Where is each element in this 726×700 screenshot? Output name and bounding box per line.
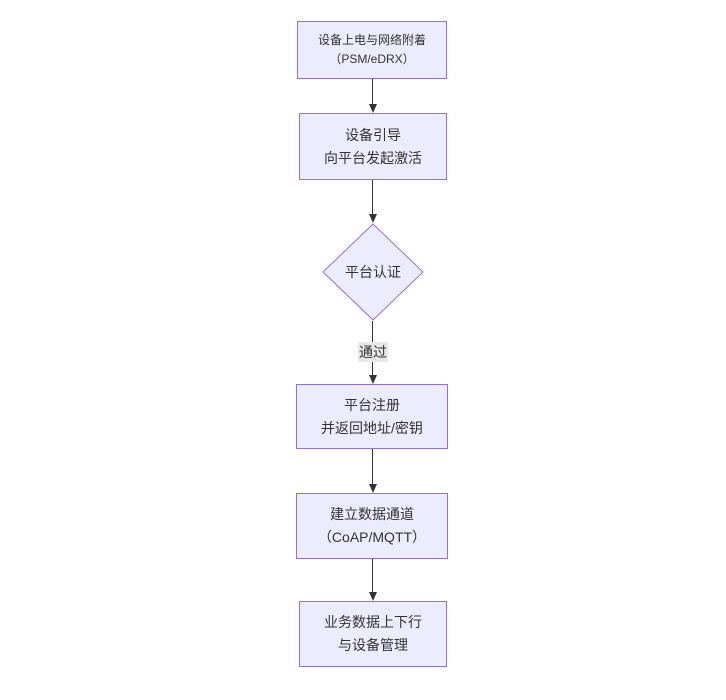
arrow-down-icon xyxy=(368,484,377,493)
node-business: 业务数据上下行 与设备管理 xyxy=(299,601,447,667)
edge-line xyxy=(372,180,373,214)
node-platform-auth: 平台认证 xyxy=(322,223,424,321)
node-text-line: 向平台发起激活 xyxy=(324,149,422,166)
node-register: 平台注册 并返回地址/密钥 xyxy=(296,384,448,449)
arrow-down-icon xyxy=(368,214,377,223)
node-data-channel: 建立数据通道 （CoAP/MQTT） xyxy=(296,493,448,559)
node-bootstrap: 设备引导 向平台发起激活 xyxy=(299,113,447,180)
edge-channel-to-business xyxy=(368,559,377,601)
edge-line xyxy=(372,79,373,104)
node-text-line: 平台注册 xyxy=(344,396,400,413)
edge-label-pass: 通过 xyxy=(358,342,388,362)
arrow-down-icon xyxy=(368,592,377,601)
node-power-attach: 设备上电与网络附着 （PSM/eDRX） xyxy=(297,21,447,79)
edge-register-to-channel xyxy=(368,449,377,493)
edge-line xyxy=(372,559,373,592)
node-text-line: （CoAP/MQTT） xyxy=(317,529,427,545)
node-text-line: （PSM/eDRX） xyxy=(329,52,415,66)
arrow-down-icon xyxy=(368,104,377,113)
diamond-shape xyxy=(322,223,424,321)
node-text-line: 平台认证 xyxy=(345,264,401,280)
node-text-line: 并返回地址/密钥 xyxy=(321,419,423,436)
node-text-line: 建立数据通道 xyxy=(330,506,414,522)
edge-power-to-bootstrap xyxy=(368,79,377,113)
node-text-line: 设备上电与网络附着 xyxy=(317,33,426,47)
edge-line xyxy=(372,449,373,484)
node-text-line: 与设备管理 xyxy=(338,637,408,653)
edge-bootstrap-to-auth xyxy=(368,180,377,223)
node-text-line: 业务数据上下行 xyxy=(324,614,422,630)
node-text-line: 设备引导 xyxy=(345,126,401,143)
arrow-down-icon xyxy=(368,375,377,384)
